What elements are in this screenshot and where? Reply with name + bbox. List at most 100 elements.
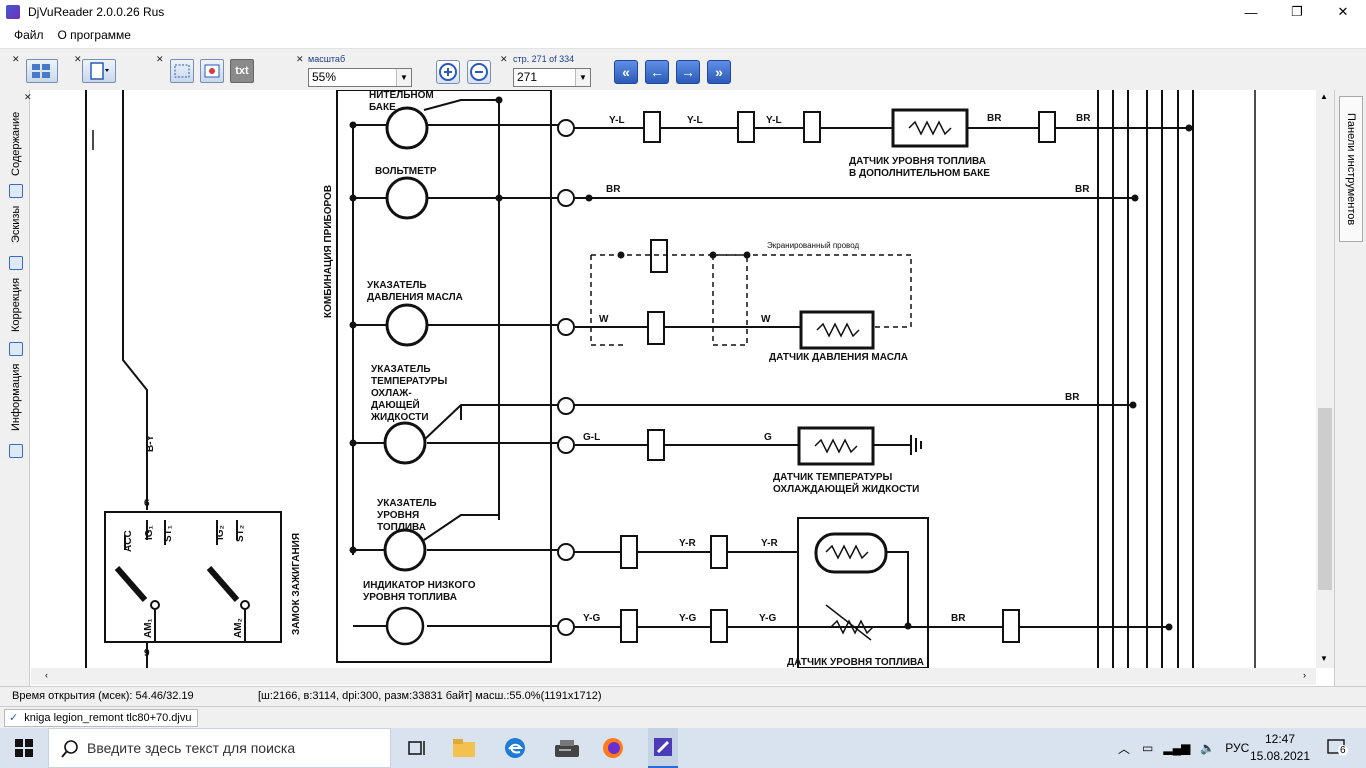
wire-gl: G-L <box>583 432 600 443</box>
zoom-label: масштаб <box>308 54 346 64</box>
scroll-thumb[interactable] <box>1318 408 1332 590</box>
label-am1: AM₁ <box>143 618 154 638</box>
wire-br-5: BR <box>1065 392 1080 403</box>
menu-about[interactable]: О программе <box>57 28 131 42</box>
chevron-up-icon[interactable]: ︿ <box>1118 741 1131 756</box>
prev-page-button[interactable]: ← <box>645 60 669 84</box>
view-mode-icon <box>32 64 50 78</box>
windows-icon <box>15 739 33 757</box>
panel-close-icon[interactable]: ✕ <box>24 92 32 102</box>
toolbar-close-icon[interactable]: ✕ <box>74 54 82 64</box>
taskbar-search[interactable]: Введите здесь текст для поиска <box>48 728 391 768</box>
wire-yl-1: Y-L <box>609 115 625 126</box>
zoom-in-button[interactable] <box>436 60 460 84</box>
select-area-button[interactable] <box>170 59 194 83</box>
wire-yg-1: Y-G <box>583 613 600 624</box>
edge-icon[interactable] <box>503 736 527 760</box>
label-ig2: IG₂ <box>215 525 226 540</box>
zoom-in-icon <box>439 63 457 81</box>
network-icon[interactable]: ▂▄▆ <box>1163 741 1191 755</box>
wire-yl-2: Y-L <box>687 115 703 126</box>
scroll-up-icon[interactable]: ▲ <box>1320 92 1328 101</box>
chevron-down-icon: ▼ <box>396 69 411 86</box>
close-button[interactable]: ✕ <box>1337 4 1349 19</box>
arrow-right-icon: → <box>681 64 695 80</box>
scroll-down-icon[interactable]: ▼ <box>1320 654 1328 663</box>
image-icon <box>204 64 220 78</box>
view-mode-button[interactable] <box>26 59 58 83</box>
label-ig1: IG₁ <box>144 525 155 540</box>
notifications-button[interactable]: 6 <box>1326 737 1348 759</box>
tab-thumbnails[interactable]: Эскизы <box>10 206 22 244</box>
text-select-button[interactable]: txt <box>230 59 254 83</box>
label-st2: ST₂ <box>235 525 246 542</box>
tab-information[interactable]: Информация <box>10 364 22 432</box>
notification-count: 6 <box>1338 745 1348 756</box>
label-wire-by: B-Y <box>145 434 156 452</box>
label-acc: ACC <box>123 530 134 552</box>
toolbar: ✕ ✕ ✕ txt ✕ масштаб 55% ▼ ✕ стр. 271 of … <box>0 48 1366 90</box>
double-left-icon: « <box>622 64 630 80</box>
status-bar: Время открытия (мсек): 54.46/32.19 [ш:21… <box>0 686 1366 706</box>
start-button[interactable] <box>0 728 48 768</box>
toolbar-close-icon[interactable]: ✕ <box>156 54 164 64</box>
firefox-icon[interactable] <box>601 736 625 760</box>
task-view-icon[interactable] <box>404 736 428 760</box>
next-page-button[interactable]: → <box>676 60 700 84</box>
page-select[interactable]: 271 ▼ <box>513 68 591 87</box>
last-page-button[interactable]: » <box>707 60 731 84</box>
toolbar-close-icon[interactable]: ✕ <box>12 54 20 64</box>
tab-correction[interactable]: Коррекция <box>10 278 22 333</box>
language-indicator[interactable]: РУС <box>1225 741 1250 755</box>
taskbar: Введите здесь текст для поиска ︿ ▭ ▂▄▆ 🔈… <box>0 728 1366 768</box>
battery-icon[interactable]: ▭ <box>1142 741 1154 755</box>
search-placeholder: Введите здесь текст для поиска <box>87 740 296 756</box>
label-voltmeter: ВОЛЬТМЕТР <box>375 166 437 177</box>
document-tab-label: kniga legion_remont tlc80+70.djvu <box>24 712 192 724</box>
tab-toolbars[interactable]: Панели инструментов <box>1339 96 1363 242</box>
app-icon <box>6 5 20 19</box>
scanner-app-icon[interactable] <box>552 736 582 760</box>
select-image-button[interactable] <box>200 59 224 83</box>
page-layout-button[interactable] <box>82 59 116 83</box>
djvureader-taskbar-icon[interactable] <box>648 728 678 768</box>
right-side-panel: Панели инструментов <box>1334 90 1366 686</box>
minimize-button[interactable]: — <box>1244 4 1258 20</box>
first-page-button[interactable]: « <box>614 60 638 84</box>
menu-file[interactable]: Файл <box>14 28 44 42</box>
maximize-button[interactable]: ❐ <box>1291 4 1303 19</box>
label-ignition: ЗАМОК ЗАЖИГАНИЯ <box>291 533 302 635</box>
volume-icon[interactable]: 🔈 <box>1200 741 1216 755</box>
scroll-left-icon[interactable]: ‹ <box>45 670 48 680</box>
label-cluster: КОМБИНАЦИЯ ПРИБОРОВ <box>323 185 334 318</box>
wire-yg-3: Y-G <box>759 613 776 624</box>
label-oil-sensor: ДАТЧИК ДАВЛЕНИЯ МАСЛА <box>769 352 908 363</box>
checkmark-icon: ✓ <box>9 712 19 724</box>
clock[interactable]: 12:47 15.08.2021 <box>1248 731 1312 765</box>
file-explorer-icon[interactable] <box>452 736 476 760</box>
scroll-right-icon[interactable]: › <box>1303 670 1306 680</box>
page-value: 271 <box>517 70 538 84</box>
wire-w-2: W <box>761 314 771 325</box>
toolbar-close-icon[interactable]: ✕ <box>500 54 508 64</box>
zoom-out-button[interactable] <box>467 60 491 84</box>
zoom-out-icon <box>470 63 488 81</box>
label-pin-6: 6 <box>144 498 150 509</box>
toolbar-close-icon[interactable]: ✕ <box>296 54 304 64</box>
document-tab[interactable]: ✓ kniga legion_remont tlc80+70.djvu <box>4 709 199 727</box>
contents-icon <box>9 184 23 198</box>
horizontal-scrollbar[interactable]: ‹ › <box>31 668 1316 685</box>
zoom-select[interactable]: 55% ▼ <box>308 68 412 87</box>
window-title: DjVuReader 2.0.0.26 Rus <box>28 5 165 19</box>
correction-icon <box>9 342 23 356</box>
wire-yr-1: Y-R <box>679 538 696 549</box>
system-tray: ︿ ▭ ▂▄▆ 🔈 РУС <box>1118 728 1249 768</box>
vertical-scrollbar[interactable]: ▲ ▼ <box>1316 90 1334 668</box>
label-shielded: Экранированный провод <box>767 241 859 250</box>
wire-yl-3: Y-L <box>766 115 782 126</box>
